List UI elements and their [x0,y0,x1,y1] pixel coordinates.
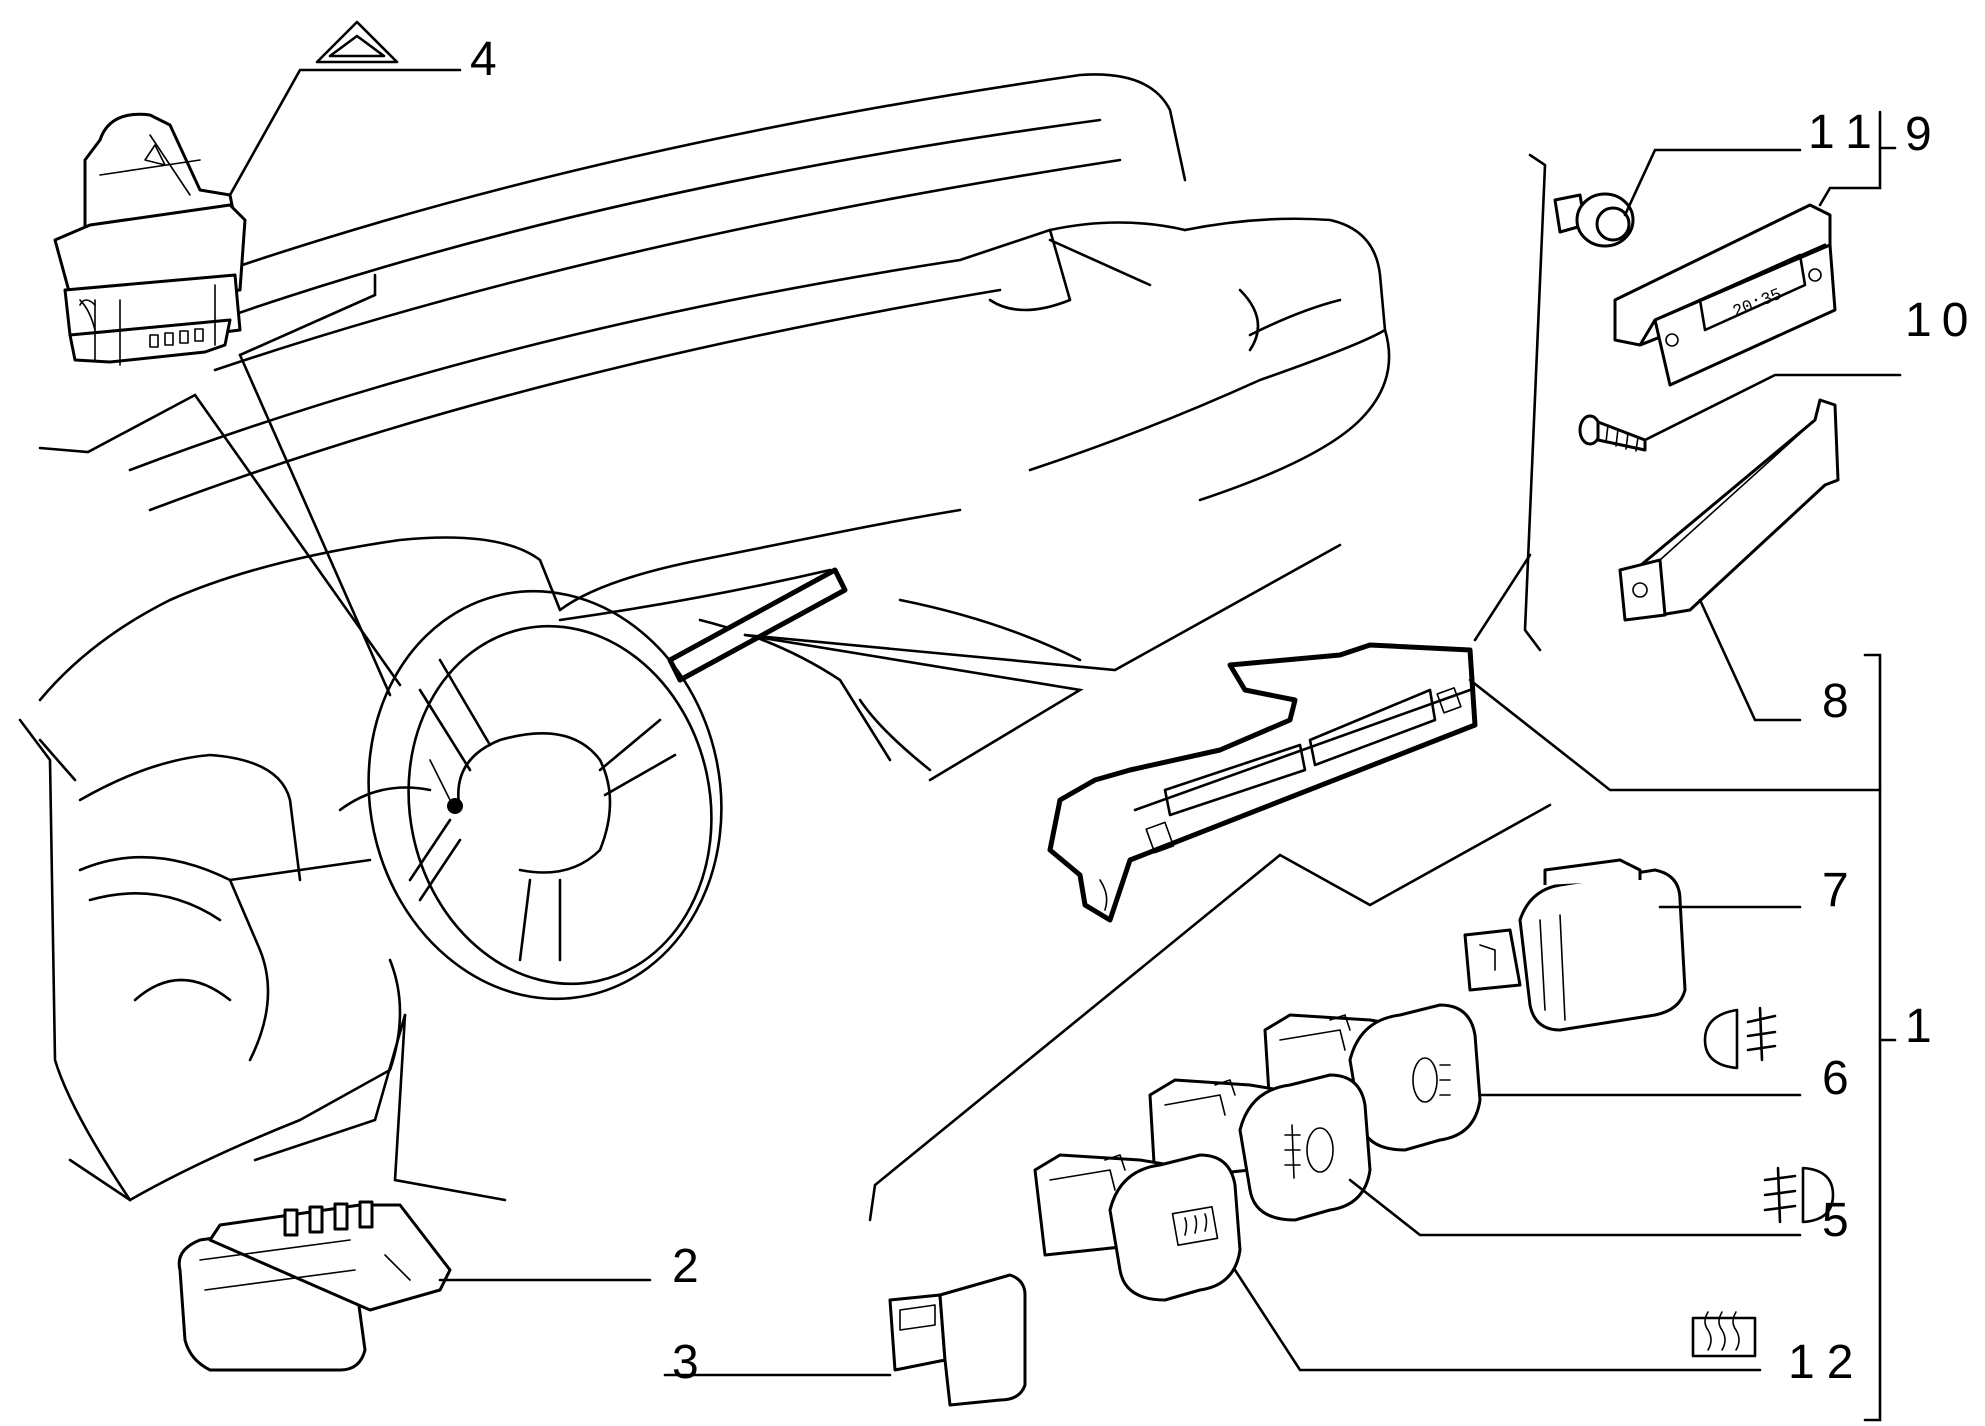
callout-5: 5 [1822,1194,1849,1247]
switch-panel-frame [1047,642,1478,923]
guide-lines [38,153,1552,1222]
switch-7 [1463,858,1687,1032]
hazard-triangle-icon [315,20,399,64]
callout-2: 2 [672,1240,699,1293]
callout-9: 9 [1905,108,1932,161]
switch-2 [177,1200,452,1372]
switch-5 [1148,1073,1372,1222]
dashboard-outline [18,73,1391,1202]
callout-4: 4 [470,33,497,86]
fog-light-front-icon [1763,1166,1835,1224]
clock-9: 20:35 [1613,203,1837,387]
callout-3: 3 [672,1336,699,1389]
fog-light-icon [1703,1006,1777,1070]
blank-cover-3 [888,1273,1027,1407]
rear-defrost-icon [1691,1311,1757,1358]
bracket-8 [1618,398,1840,622]
callout-12: 12 [1788,1336,1865,1389]
screw-10 [1578,414,1647,452]
leader-lines [228,68,1902,1422]
callout-7: 7 [1822,864,1849,917]
bulb-11 [1553,192,1635,248]
callout-10: 10 [1905,294,1978,347]
callout-11: 11 [1808,106,1886,159]
switch-12 [1033,1153,1242,1302]
callout-labels: 4 2 3 11 9 10 8 7 1 6 5 12 [470,33,1978,1389]
callout-1: 1 [1905,1000,1932,1053]
hazard-switch [53,112,247,366]
steering-wheel [367,589,723,1001]
callout-6: 6 [1822,1052,1849,1105]
callout-8: 8 [1822,675,1849,728]
